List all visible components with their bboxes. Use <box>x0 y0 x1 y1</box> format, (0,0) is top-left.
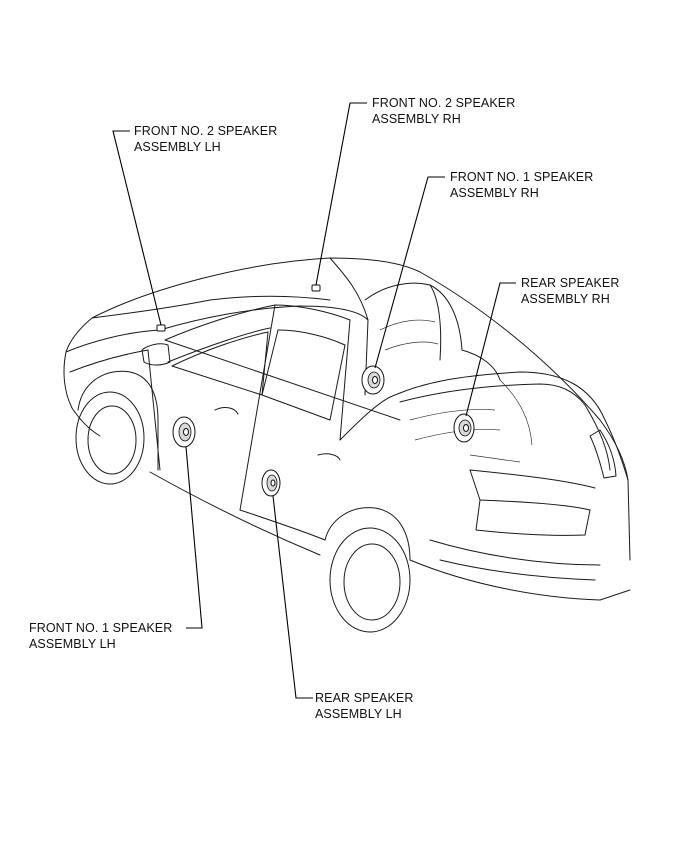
speaker-rear-lh <box>261 469 281 497</box>
label-rear-speaker-rh: REAR SPEAKER ASSEMBLY RH <box>521 275 619 307</box>
speaker-rear-rh <box>453 413 475 443</box>
label-line: REAR SPEAKER <box>315 691 414 705</box>
leader-front-no2-lh <box>112 130 162 326</box>
label-rear-speaker-lh: REAR SPEAKER ASSEMBLY LH <box>315 690 413 722</box>
label-front-no2-speaker-rh: FRONT NO. 2 SPEAKER ASSEMBLY RH <box>372 95 515 127</box>
label-line: ASSEMBLY RH <box>450 186 539 200</box>
label-line: FRONT NO. 1 SPEAKER <box>450 170 594 184</box>
label-front-no1-speaker-rh: FRONT NO. 1 SPEAKER ASSEMBLY RH <box>450 169 593 201</box>
vehicle-illustration <box>63 257 631 633</box>
speaker-front-no1-rh <box>361 365 385 395</box>
label-front-no1-speaker-lh: FRONT NO. 1 SPEAKER ASSEMBLY LH <box>29 620 172 652</box>
label-line: ASSEMBLY RH <box>521 292 610 306</box>
label-line: ASSEMBLY LH <box>315 707 402 721</box>
speaker-front-no1-lh <box>172 416 196 448</box>
label-line: FRONT NO. 1 SPEAKER <box>29 621 173 635</box>
label-line: ASSEMBLY LH <box>29 637 116 651</box>
leader-front-no1-rh <box>374 176 445 369</box>
label-front-no2-speaker-lh: FRONT NO. 2 SPEAKER ASSEMBLY LH <box>134 123 277 155</box>
label-line: ASSEMBLY RH <box>372 112 461 126</box>
leader-rear-lh <box>272 495 313 699</box>
speaker-front-no2-lh <box>156 324 166 332</box>
label-line: FRONT NO. 2 SPEAKER <box>372 96 516 110</box>
label-line: ASSEMBLY LH <box>134 140 221 154</box>
leader-rear-rh <box>465 282 516 417</box>
speaker-front-no2-rh <box>311 284 321 292</box>
label-line: FRONT NO. 2 SPEAKER <box>134 124 278 138</box>
label-line: REAR SPEAKER <box>521 276 620 290</box>
leader-front-no1-lh <box>185 446 203 629</box>
leader-front-no2-rh <box>315 102 367 286</box>
